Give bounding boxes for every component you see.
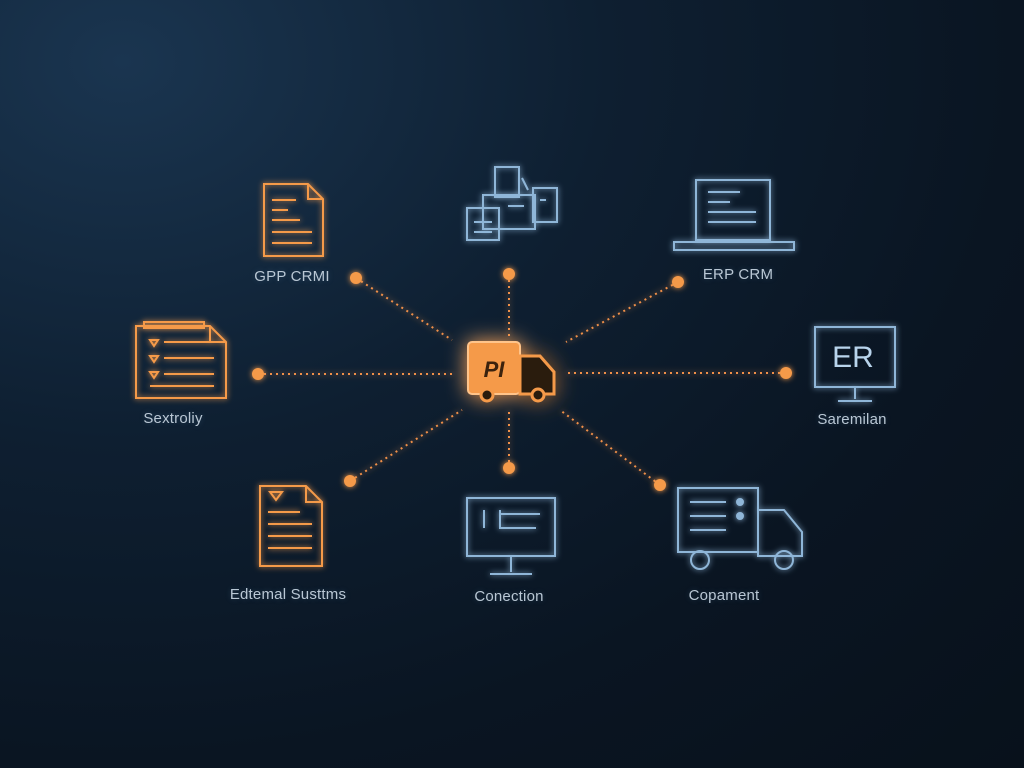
endpoint-dot xyxy=(503,268,515,280)
files-stack-icon[interactable] xyxy=(466,166,558,241)
endpoint-dot xyxy=(780,367,792,379)
monitor-icon[interactable] xyxy=(814,326,896,402)
node-label-saremilan: Saremilan xyxy=(817,411,887,428)
endpoint-dot xyxy=(344,475,356,487)
connector-erp-crm xyxy=(565,281,679,343)
connector-gpp-crm xyxy=(355,277,453,341)
node-label-external: Edtemal Susttms xyxy=(229,586,347,603)
node-label-copament: Copament xyxy=(688,587,760,604)
hub-text: PI xyxy=(484,357,506,382)
connector-lines xyxy=(258,274,786,486)
monitor-icon[interactable] xyxy=(466,497,556,575)
laptop-icon[interactable] xyxy=(673,179,795,251)
hub-truck-icon[interactable]: PI xyxy=(467,341,556,403)
document-icon[interactable] xyxy=(259,485,323,567)
monitor-text: ER xyxy=(832,341,874,374)
truck-icon[interactable] xyxy=(677,487,803,570)
node-label-erp-crm: ERP CRM xyxy=(702,266,774,283)
connector-copament xyxy=(559,409,661,486)
endpoint-dot xyxy=(654,479,666,491)
node-label-gpp-crm: GPP CRMI xyxy=(254,268,330,285)
endpoint-dot xyxy=(672,276,684,288)
endpoint-dot xyxy=(350,272,362,284)
connector-external xyxy=(349,409,463,482)
endpoint-dot xyxy=(252,368,264,380)
node-label-sextroliy: Sextroliy xyxy=(143,410,203,427)
node-label-conection: Conection xyxy=(474,588,544,605)
checklist-icon[interactable] xyxy=(135,321,227,399)
document-icon[interactable] xyxy=(263,183,324,257)
endpoint-dot xyxy=(503,462,515,474)
